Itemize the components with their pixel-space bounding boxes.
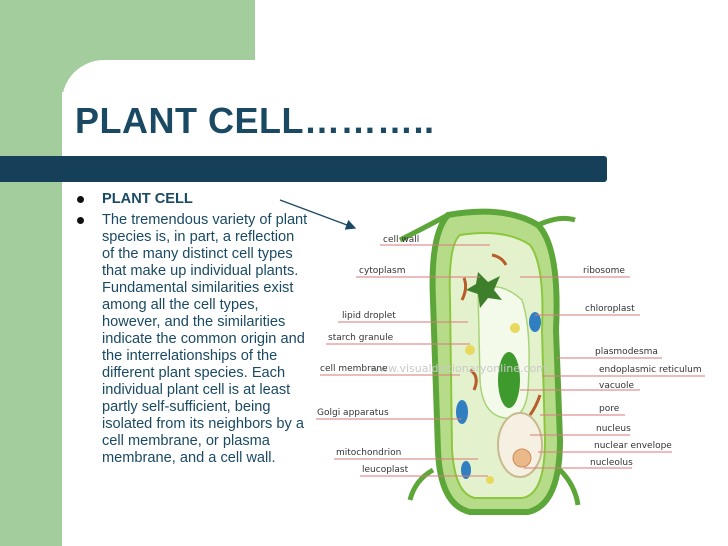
- label-lipid-droplet: lipid droplet: [342, 311, 396, 321]
- label-plasmodesma: plasmodesma: [595, 347, 658, 357]
- label-vacuole: vacuole: [599, 381, 635, 391]
- label-leucoplast: leucoplast: [362, 465, 409, 475]
- label-cell-membrane: cell membrane: [320, 364, 388, 374]
- bullet-dot-icon: [77, 217, 84, 224]
- cell-illustration: [398, 208, 581, 515]
- left-green-strip: [0, 0, 62, 546]
- label-nucleus: nucleus: [596, 424, 631, 434]
- content-panel: [62, 60, 728, 546]
- label-mitochondrion: mitochondrion: [336, 448, 401, 458]
- bullet-text: PLANT CELL: [102, 191, 193, 207]
- pointer-arrow-icon: [279, 199, 357, 230]
- bullet-text: The tremendous variety of plant species …: [102, 212, 308, 466]
- watermark-text: www.visualdictionaryonline.com: [370, 362, 547, 375]
- bullet-list: PLANT CELL The tremendous variety of pla…: [74, 191, 309, 471]
- label-cell-wall: cell wall: [383, 235, 419, 245]
- slide-title: PLANT CELL………..: [75, 100, 435, 141]
- label-nuclear-envelope: nuclear envelope: [594, 441, 672, 451]
- label-pore: pore: [599, 404, 620, 414]
- bullet-dot-icon: [77, 196, 84, 203]
- label-ribosome: ribosome: [583, 266, 625, 276]
- title-underline-bar: [0, 156, 607, 182]
- label-endoplasmic-reticulum: endoplasmic reticulum: [599, 365, 702, 375]
- label-golgi-apparatus: Golgi apparatus: [317, 408, 389, 418]
- label-cytoplasm: cytoplasm: [359, 266, 406, 276]
- bullet-item: PLANT CELL: [74, 191, 309, 208]
- label-nucleolus: nucleolus: [590, 458, 633, 468]
- label-chloroplast: chloroplast: [585, 304, 635, 314]
- label-starch-granule: starch granule: [328, 333, 394, 343]
- bullet-item: The tremendous variety of plant species …: [74, 212, 309, 467]
